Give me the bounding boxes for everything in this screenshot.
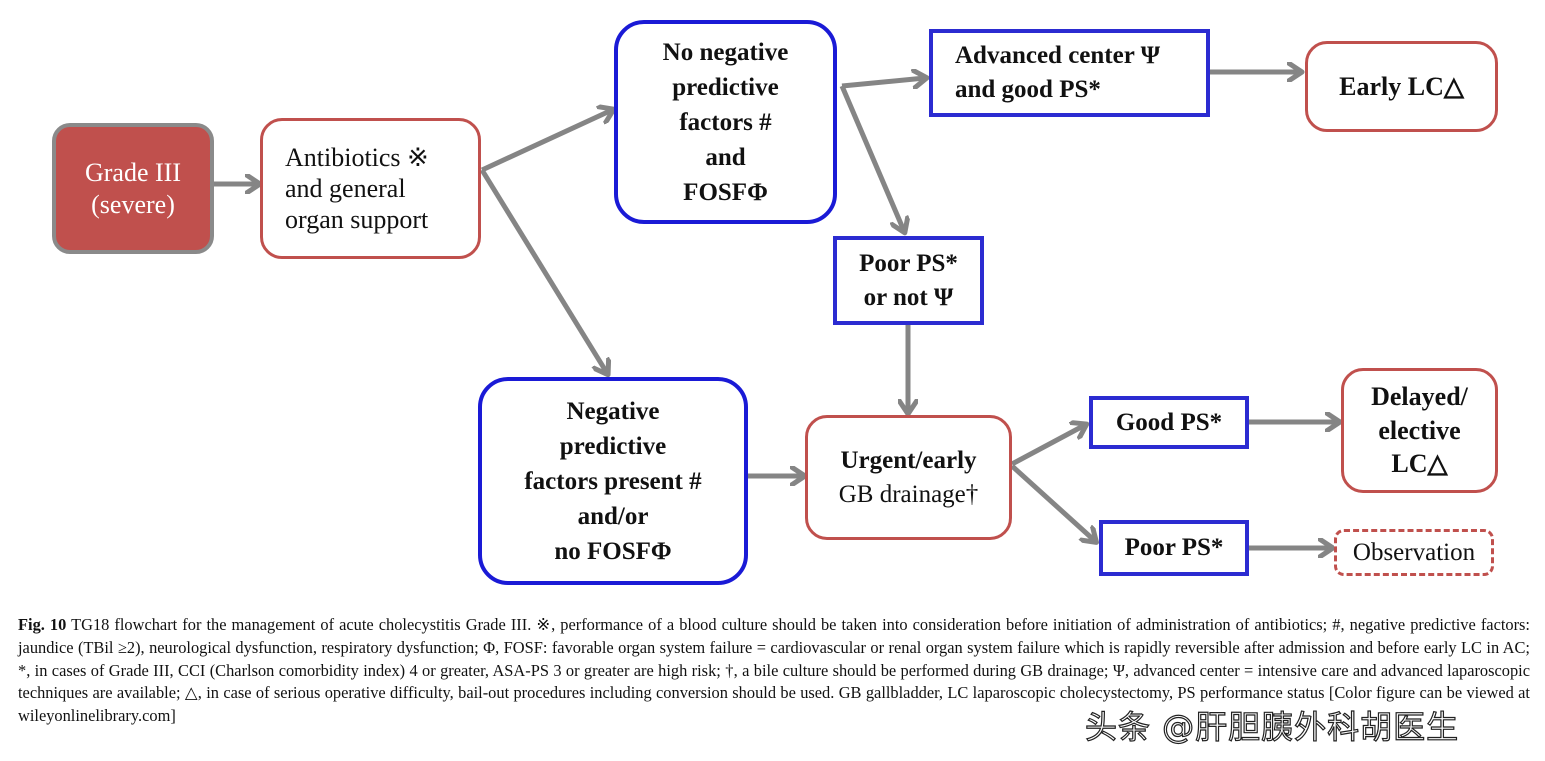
delayed-lc-node: Delayed/ elective LC△: [1341, 368, 1498, 493]
grade3-line-2: (severe): [91, 189, 175, 219]
observation-node: Observation: [1334, 529, 1494, 576]
urgent-line-1: Urgent/early: [840, 446, 977, 474]
no-neg-line-5: FOSFΦ: [683, 178, 768, 206]
antibiotics-line-2: and general: [285, 173, 406, 203]
caption-text: TG18 flowchart for the management of acu…: [18, 615, 1530, 726]
caption-lead: Fig. 10: [18, 615, 67, 634]
grade3-node: Grade III (severe): [52, 123, 214, 254]
poor-ps-top-line-1: Poor PS*: [859, 249, 958, 277]
antibiotics-line-1: Antibiotics ※: [285, 142, 429, 172]
urgent-line-2: GB drainage†: [838, 480, 979, 508]
arrow-no-neg-to-advanced: [841, 78, 925, 86]
watermark-text: 头条 @肝胆胰外科胡医生: [1084, 707, 1460, 746]
advanced-line-2: and good PS*: [955, 76, 1101, 103]
no-neg-line-2: predictive: [672, 73, 779, 101]
neg-present-line-5: no FOSFΦ: [554, 537, 672, 565]
advanced-center-node: Advanced center Ψ and good PS*: [929, 29, 1210, 117]
poor-ps-top-node: Poor PS* or not Ψ: [833, 236, 984, 325]
observation-label: Observation: [1352, 538, 1476, 566]
negative-factors-present-node: Negative predictive factors present # an…: [478, 377, 748, 585]
arrow-antibiotics-to-neg-present: [479, 168, 607, 373]
good-ps-label: Good PS*: [1115, 408, 1223, 436]
early-lc-label: Early LC△: [1339, 71, 1464, 101]
neg-present-line-3: factors present #: [524, 467, 702, 495]
delayed-line-3: LC△: [1391, 449, 1448, 479]
advanced-line-1: Advanced center Ψ: [955, 42, 1161, 70]
no-negative-factors-node: No negative predictive factors # and FOS…: [614, 20, 837, 224]
delayed-line-2: elective: [1378, 415, 1461, 445]
arrow-no-neg-to-poor-ps-top: [839, 85, 904, 231]
good-ps-node: Good PS*: [1089, 396, 1249, 449]
arrow-urgent-to-good-ps: [1010, 425, 1085, 467]
neg-present-line-4: and/or: [577, 502, 649, 530]
delayed-line-1: Delayed/: [1371, 381, 1468, 411]
arrow-antibiotics-to-no-neg: [480, 110, 612, 173]
urgent-drainage-node: Urgent/early GB drainage†: [805, 415, 1012, 540]
no-neg-line-4: and: [705, 143, 746, 171]
flow-arrows: [214, 0, 1545, 600]
no-neg-line-3: factors #: [679, 108, 772, 136]
early-lc-node: Early LC△: [1305, 41, 1498, 132]
antibiotics-line-3: organ support: [285, 205, 429, 235]
antibiotics-node: Antibiotics ※ and general organ support: [260, 118, 481, 259]
poor-ps-bottom-label: Poor PS*: [1124, 534, 1224, 561]
figure-caption: Fig. 10 TG18 flowchart for the managemen…: [18, 614, 1530, 728]
arrow-urgent-to-poor-ps-bottom: [1010, 464, 1095, 541]
no-neg-line-1: No negative: [662, 38, 789, 66]
poor-ps-bottom-node: Poor PS*: [1099, 520, 1249, 576]
poor-ps-top-line-2: or not Ψ: [863, 283, 954, 311]
neg-present-line-1: Negative: [566, 397, 660, 425]
neg-present-line-2: predictive: [559, 432, 667, 460]
grade3-line-1: Grade III: [85, 158, 181, 188]
